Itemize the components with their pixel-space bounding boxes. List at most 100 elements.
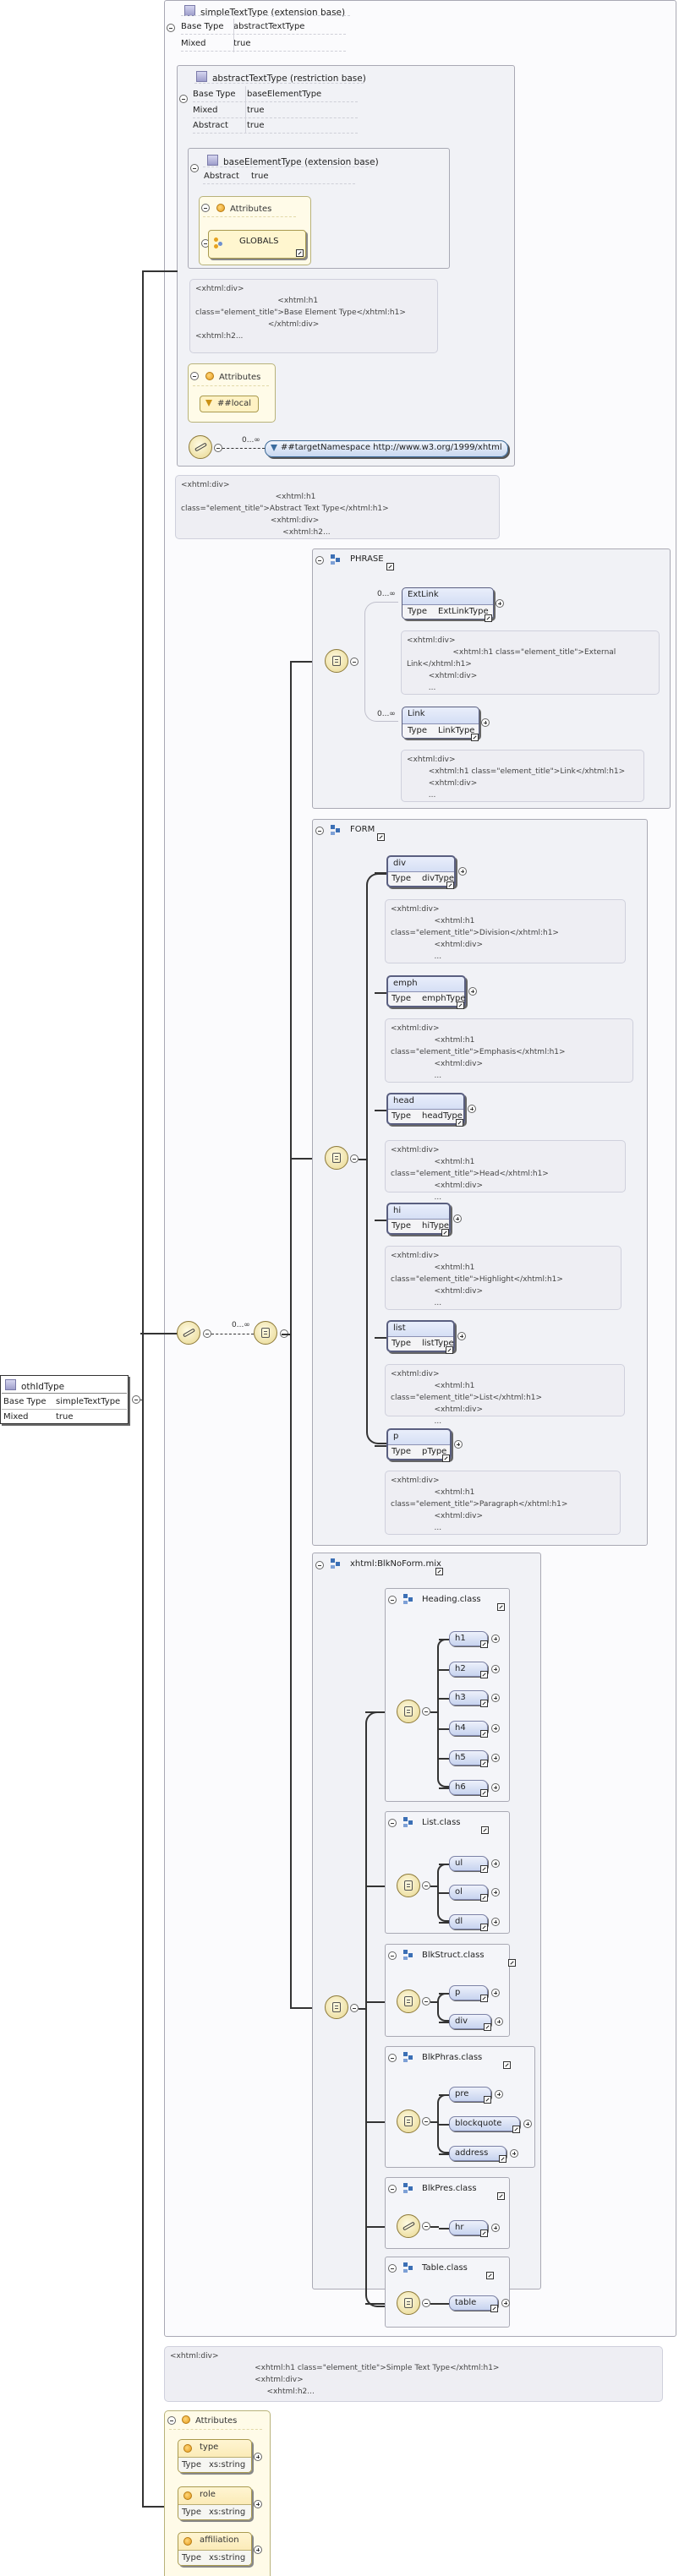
collapse-attributes-button[interactable] — [167, 2416, 176, 2425]
blk-blkphras-link-icon[interactable] — [502, 2061, 511, 2069]
blk-element-h5[interactable]: h5 — [449, 1750, 488, 1766]
table-sequence-icon[interactable] — [397, 2291, 420, 2315]
blk-list-link-icon[interactable] — [481, 1826, 489, 1834]
form-link-icon[interactable] — [377, 833, 385, 841]
blk-element-link-icon[interactable] — [480, 1730, 488, 1738]
collapse-abstracttexttype-button[interactable] — [179, 95, 188, 103]
collapse-heading-sequence-button[interactable] — [422, 1707, 430, 1716]
form-element-link-icon[interactable] — [456, 1119, 463, 1127]
phrase-link-icon[interactable] — [386, 563, 394, 570]
blk-element-ol[interactable]: ol — [449, 1885, 488, 1900]
form-element-link-icon[interactable] — [442, 1454, 450, 1462]
expand-form-element-button[interactable] — [468, 1105, 476, 1113]
blk-table-link-icon[interactable] — [486, 2272, 495, 2279]
expand-attribute-button[interactable] — [254, 2546, 262, 2554]
attribute-affiliation[interactable]: affiliation Type xs:string — [178, 2532, 252, 2566]
blkstruct-sequence-icon[interactable] — [397, 1989, 420, 2013]
form-element-link-icon[interactable] — [446, 1346, 453, 1354]
blk-heading-link-icon[interactable] — [497, 1603, 506, 1611]
expand-attribute-button[interactable] — [254, 2453, 262, 2461]
expand-attribute-button[interactable] — [254, 2500, 262, 2508]
link-link-icon[interactable] — [471, 734, 479, 741]
expand-blk-element-button[interactable] — [491, 1694, 500, 1702]
form-element-link-icon[interactable] — [457, 1001, 464, 1009]
blk-element-div[interactable]: div — [449, 2014, 491, 2029]
expand-blk-element-button[interactable] — [501, 2299, 510, 2307]
collapse-phrase-button[interactable] — [315, 556, 324, 565]
attribute-type[interactable]: type Type xs:string — [178, 2439, 252, 2473]
blk-element-link-icon[interactable] — [480, 1640, 488, 1648]
expand-form-element-button[interactable] — [468, 987, 477, 996]
blk-element-link-icon[interactable] — [484, 2096, 491, 2104]
globals-link-icon[interactable] — [296, 249, 304, 257]
collapse-attributes-button[interactable] — [201, 204, 210, 212]
expand-form-element-button[interactable] — [454, 1440, 463, 1449]
expand-blk-element-button[interactable] — [491, 1918, 500, 1926]
collapse-blkpres-sequence-button[interactable] — [422, 2222, 430, 2230]
expand-blk-element-button[interactable] — [491, 1859, 500, 1868]
blk-element-link-icon[interactable] — [480, 1671, 488, 1678]
expand-blk-element-button[interactable] — [491, 1665, 500, 1673]
form-sequence-icon[interactable] — [325, 1146, 348, 1170]
expand-blk-element-button[interactable] — [491, 1783, 500, 1792]
collapse-blkstruct-button[interactable] — [388, 1951, 397, 1960]
blk-element-link-icon[interactable] — [512, 2126, 520, 2133]
collapse-table-sequence-button[interactable] — [422, 2299, 430, 2307]
collapse-blkstruct-sequence-button[interactable] — [422, 1997, 430, 2006]
expand-blk-element-button[interactable] — [495, 2017, 503, 2026]
form-element-link-icon[interactable] — [446, 881, 454, 889]
blk-element-table[interactable]: table — [449, 2295, 498, 2311]
expand-form-element-button[interactable] — [453, 1214, 462, 1223]
blk-element-link-icon[interactable] — [480, 1700, 488, 1707]
collapse-simpletexttype-button[interactable] — [167, 24, 175, 32]
blk-element-link-icon[interactable] — [480, 1760, 488, 1767]
any-namespace-element[interactable]: ##targetNamespace http://www.w3.org/1999… — [265, 440, 508, 457]
collapse-table-button[interactable] — [388, 2264, 397, 2273]
blknoform-link-icon[interactable] — [435, 1568, 443, 1575]
collapse-form-sequence-button[interactable] — [350, 1154, 359, 1163]
expand-link-button[interactable] — [481, 718, 490, 727]
blk-element-link-icon[interactable] — [480, 1894, 488, 1902]
blk-element-link-icon[interactable] — [484, 2023, 491, 2031]
collapse-blkpres-button[interactable] — [388, 2185, 397, 2193]
blk-element-link-icon[interactable] — [480, 1865, 488, 1873]
blk-element-hr[interactable]: hr — [449, 2220, 488, 2235]
blk-element-h6[interactable]: h6 — [449, 1780, 488, 1795]
blknoform-sequence-icon[interactable] — [325, 1995, 348, 2019]
expand-blk-element-button[interactable] — [491, 1754, 500, 1762]
blk-element-p[interactable]: p — [449, 1985, 488, 2000]
collapse-blkphras-sequence-button[interactable] — [422, 2117, 430, 2126]
expand-form-element-button[interactable] — [457, 1332, 466, 1340]
blk-element-link-icon[interactable] — [499, 2155, 507, 2163]
expand-blk-element-button[interactable] — [491, 2224, 500, 2232]
blk-element-link-icon[interactable] — [480, 2229, 488, 2237]
root-element-othidtype[interactable] — [0, 1375, 129, 1424]
list-sequence-icon[interactable] — [397, 1874, 420, 1897]
collapse-list-sequence-button[interactable] — [422, 1881, 430, 1890]
form-element-link-icon[interactable] — [441, 1229, 449, 1236]
blk-element-pre[interactable]: pre — [449, 2087, 491, 2102]
blk-element-h4[interactable]: h4 — [449, 1721, 488, 1736]
blk-element-link-icon[interactable] — [480, 1924, 488, 1931]
expand-blk-element-button[interactable] — [491, 1635, 500, 1643]
collapse-phrase-sequence-button[interactable] — [350, 658, 359, 666]
attribute-role[interactable]: role Type xs:string — [178, 2486, 252, 2520]
blk-element-h1[interactable]: h1 — [449, 1631, 488, 1646]
blk-element-link-icon[interactable] — [490, 2305, 498, 2312]
blk-element-ul[interactable]: ul — [449, 1856, 488, 1871]
main-choice-icon[interactable] — [177, 1321, 200, 1345]
wildcard-choice-icon[interactable] — [189, 435, 212, 459]
blk-element-link-icon[interactable] — [480, 1789, 488, 1797]
expand-blk-element-button[interactable] — [523, 2120, 532, 2128]
collapse-root-button[interactable] — [132, 1395, 140, 1404]
expand-blk-element-button[interactable] — [491, 1724, 500, 1733]
expand-extlink-button[interactable] — [496, 599, 504, 608]
collapse-heading-button[interactable] — [388, 1596, 397, 1604]
collapse-any-button[interactable] — [214, 444, 222, 452]
